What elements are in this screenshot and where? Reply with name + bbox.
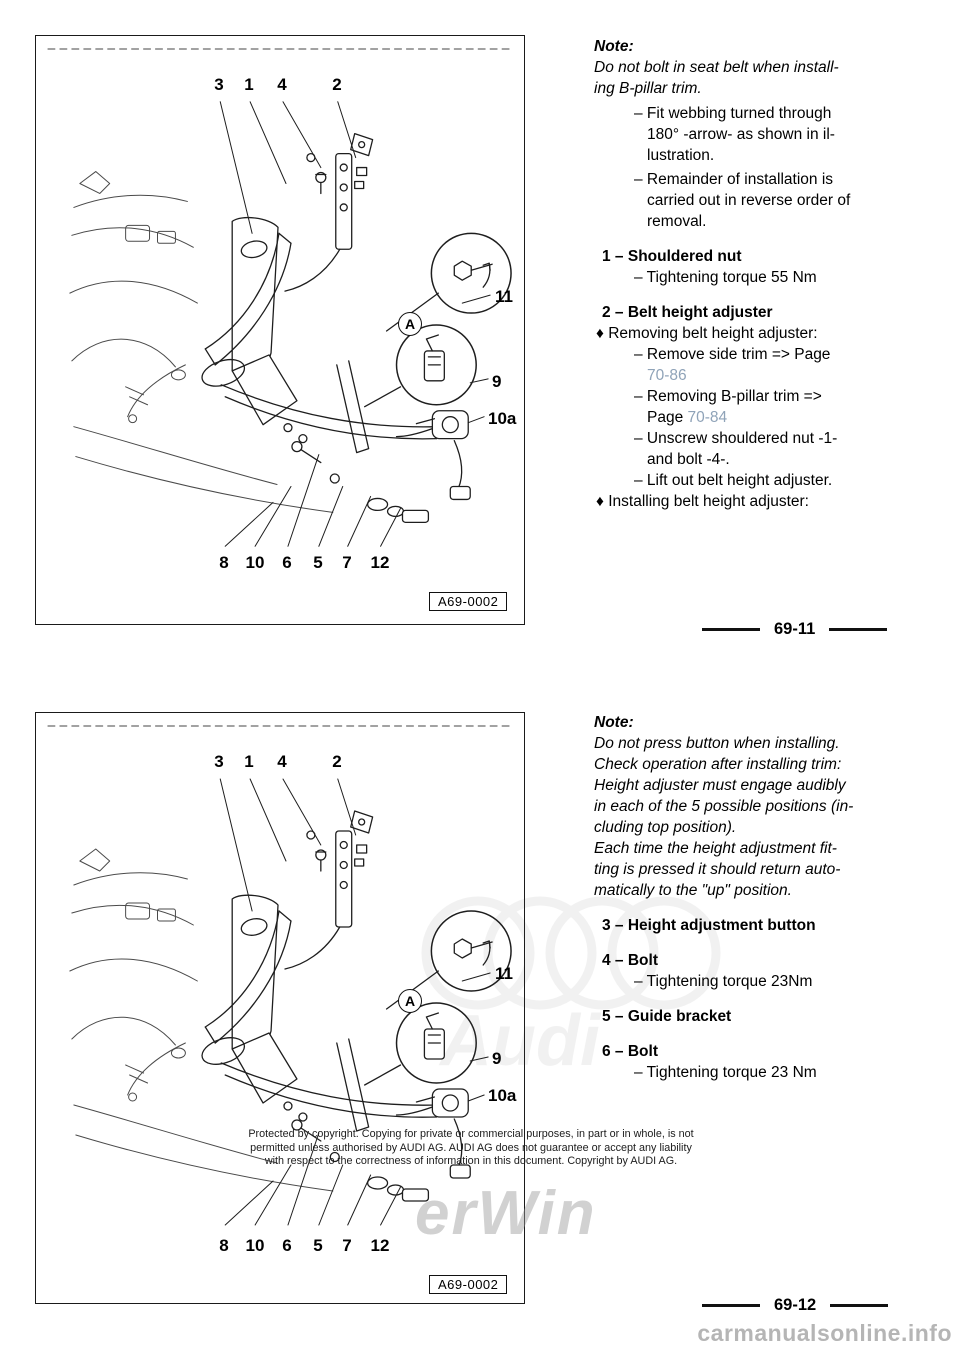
instruction-bullet: – Remainder of installation is carried o… xyxy=(634,171,851,230)
step-text: – Unscrew shouldered nut -1- and bolt -4… xyxy=(634,430,838,468)
instructions-bottom: Note: Do not press button when installin… xyxy=(594,712,946,1083)
callout-2: 2 xyxy=(332,752,342,771)
figure-code: A69-0002 xyxy=(429,1275,508,1294)
callout-10a: 10a xyxy=(488,409,517,428)
legend-item-5: 5 – Guide bracket xyxy=(602,1008,732,1025)
callout-6: 6 xyxy=(282,553,292,572)
callout-8: 8 xyxy=(219,1236,229,1255)
callout-10: 10 xyxy=(245,553,265,572)
page-number-text: 69-11 xyxy=(774,620,816,638)
note-label: Note: xyxy=(594,38,634,55)
page-number-text: 69-12 xyxy=(774,1296,817,1314)
callout-5: 5 xyxy=(313,553,323,572)
callout-9: 9 xyxy=(492,1049,502,1068)
seatbelt-diagram xyxy=(47,725,513,1226)
figure-code: A69-0002 xyxy=(429,592,508,611)
step-text: – Lift out belt height adjuster. xyxy=(634,472,833,489)
page-number-top: 69-11 xyxy=(702,620,888,639)
callout-7: 7 xyxy=(342,553,352,572)
removing-header: ♦ Removing belt height adjuster: xyxy=(596,325,818,342)
installing-header: ♦ Installing belt height adjuster: xyxy=(596,493,809,510)
callout-11: 11 xyxy=(495,964,513,983)
removal-step: – Removing B-pillar trim => Page 70-84 xyxy=(634,386,946,428)
legend-item-1-sub: – Tightening torque 55 Nm xyxy=(634,269,817,286)
step-text: – Remove side trim => Page xyxy=(634,346,831,363)
legend-item-6-sub: – Tightening torque 23 Nm xyxy=(634,1064,817,1081)
legend-item-2: 2 – Belt height adjuster xyxy=(602,304,773,321)
callout-8: 8 xyxy=(219,553,229,572)
legend-item-4: 4 – Bolt xyxy=(602,952,658,969)
figure-bottom: 3 1 4 2 11 9 10a A 8 10 6 5 7 12 A69-000… xyxy=(35,712,525,1304)
callout-9: 9 xyxy=(492,372,502,391)
rule-left xyxy=(702,628,760,631)
figure-top: 3 1 4 2 11 9 10a A 8 10 6 5 7 12 A69-000… xyxy=(35,35,525,625)
legend-item-3: 3 – Height adjustment button xyxy=(602,917,816,934)
note-text: Do not press button when installing. Che… xyxy=(594,735,854,899)
detail-a-badge: A xyxy=(398,312,422,336)
callout-7: 7 xyxy=(342,1236,352,1255)
page-ref-link[interactable]: 70-84 xyxy=(687,409,728,426)
callout-3: 3 xyxy=(214,75,224,94)
rule-right xyxy=(830,1304,889,1307)
legend-item-1: 1 – Shouldered nut xyxy=(602,248,742,265)
removal-step: – Remove side trim => Page 70-86 xyxy=(634,344,946,386)
note-text: Do not bolt in seat belt when install- i… xyxy=(594,59,839,97)
callout-12: 12 xyxy=(370,553,390,572)
callout-10a: 10a xyxy=(488,1086,517,1105)
copyright-watermark: Protected by copyright. Copying for priv… xyxy=(248,1128,694,1167)
rule-left xyxy=(702,1304,760,1307)
page-number-bottom: 69-12 xyxy=(702,1296,889,1315)
seatbelt-diagram xyxy=(47,48,513,548)
removal-step: – Lift out belt height adjuster. xyxy=(634,470,946,491)
removal-step: – Unscrew shouldered nut -1- and bolt -4… xyxy=(634,428,946,470)
step-text: – Removing B-pillar trim => Page xyxy=(634,388,822,426)
callout-5: 5 xyxy=(313,1236,323,1255)
callout-4: 4 xyxy=(277,752,287,771)
note-label: Note: xyxy=(594,714,634,731)
detail-a-badge: A xyxy=(398,989,422,1013)
callout-12: 12 xyxy=(370,1236,390,1255)
legend-item-6: 6 – Bolt xyxy=(602,1043,658,1060)
callout-10: 10 xyxy=(245,1236,265,1255)
site-watermark: carmanualsonline.info xyxy=(697,1320,952,1346)
instructions-top: Note: Do not bolt in seat belt when inst… xyxy=(594,36,946,512)
instruction-bullet: – Fit webbing turned through 180° -arrow… xyxy=(634,105,835,164)
rule-right xyxy=(829,628,888,631)
callout-1: 1 xyxy=(244,752,254,771)
callout-4: 4 xyxy=(277,75,287,94)
legend-item-4-sub: – Tightening torque 23Nm xyxy=(634,973,813,990)
callout-11: 11 xyxy=(495,287,513,306)
page-ref-link[interactable]: 70-86 xyxy=(647,367,687,384)
callout-3: 3 xyxy=(214,752,224,771)
callout-2: 2 xyxy=(332,75,342,94)
callout-1: 1 xyxy=(244,75,254,94)
callout-6: 6 xyxy=(282,1236,292,1255)
